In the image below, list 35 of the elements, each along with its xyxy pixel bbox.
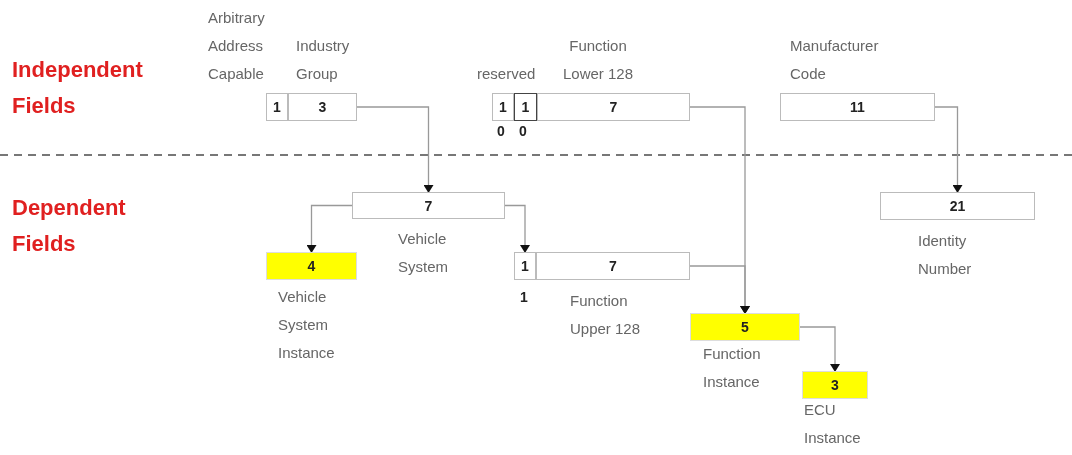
section-heading: Dependent Fields	[12, 194, 127, 258]
arrow	[504, 204, 530, 253]
bit-field-box: 3	[288, 93, 357, 121]
arrow	[689, 265, 750, 314]
arrow	[356, 106, 434, 193]
field-label: Function Lower 128	[561, 36, 635, 84]
field-label: Vehicle System	[398, 229, 449, 277]
arrow	[306, 204, 353, 253]
arrow	[799, 326, 840, 372]
bit-value: 0	[497, 122, 506, 141]
bit-field-box: 1	[266, 93, 288, 121]
field-label: Arbitrary Address Capable	[208, 8, 266, 84]
field-label: Vehicle System Instance	[278, 287, 336, 363]
field-label: Function Instance	[703, 344, 762, 392]
bit-field-box: 5	[690, 313, 800, 341]
bit-value: 0	[519, 122, 528, 141]
field-label: Function Upper 128	[570, 291, 642, 339]
bit-field-box: 1	[514, 93, 537, 121]
field-label: Industry Group	[296, 36, 351, 84]
bit-field-box: 21	[880, 192, 1035, 220]
field-label: Manufacturer Code	[790, 36, 880, 84]
bit-field-box: 11	[780, 93, 935, 121]
field-label: reserved	[477, 64, 537, 84]
arrow	[934, 106, 963, 193]
bit-field-box: 7	[352, 192, 505, 219]
bit-field-box: 1	[514, 252, 536, 280]
bit-field-box: 1	[492, 93, 514, 121]
section-heading: Independent Fields	[12, 56, 144, 120]
bit-value: 1	[520, 288, 529, 307]
bit-field-box: 3	[802, 371, 868, 399]
bit-field-box: 7	[537, 93, 690, 121]
bit-field-box: 4	[266, 252, 357, 280]
field-label: ECU Instance	[804, 400, 862, 448]
bit-field-box: 7	[536, 252, 690, 280]
field-label: Identity Number	[918, 231, 973, 279]
